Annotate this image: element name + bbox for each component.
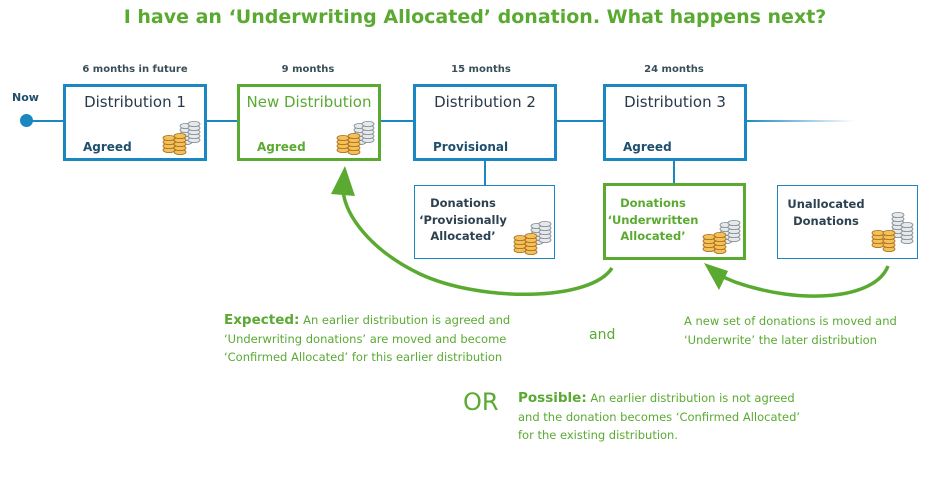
time-label-3: 15 months bbox=[451, 64, 511, 75]
timeline-segment bbox=[380, 120, 414, 122]
unallocated-donations-box[interactable]: Unallocated Donations bbox=[777, 185, 918, 259]
donation-line: Allocated’ bbox=[430, 229, 496, 243]
distribution-name: Distribution 2 bbox=[434, 93, 536, 111]
note-line: ‘Confirmed Allocated’ for this earlier d… bbox=[224, 350, 503, 364]
donation-line: Donations bbox=[620, 196, 686, 210]
arrowhead-icon bbox=[704, 263, 728, 290]
coin-stack-icon bbox=[159, 120, 201, 156]
donation-line: Unallocated bbox=[787, 197, 865, 211]
distribution-status: Agreed bbox=[83, 140, 132, 154]
now-label: Now bbox=[12, 91, 39, 104]
donation-line: ‘Provisionally bbox=[419, 212, 507, 227]
note-line: for the existing distribution. bbox=[518, 428, 679, 442]
arrow-to-underwritten bbox=[716, 265, 890, 298]
new-distribution-box[interactable]: New Distribution Agreed bbox=[237, 84, 381, 161]
now-dot-icon bbox=[20, 114, 33, 127]
distribution-3-box[interactable]: Distribution 3 Agreed bbox=[603, 84, 747, 161]
timeline-segment bbox=[26, 120, 64, 122]
donation-line: Allocated’ bbox=[620, 229, 686, 243]
donation-line: ‘Underwritten bbox=[607, 212, 699, 227]
underwritten-allocated-donations-box[interactable]: Donations ‘Underwritten Allocated’ bbox=[603, 183, 746, 260]
coin-stack-icon bbox=[510, 220, 552, 256]
connector-line bbox=[673, 160, 675, 184]
note-line: An earlier distribution is not agreed bbox=[586, 391, 795, 405]
possible-note: Possible: An earlier distribution is not… bbox=[518, 389, 800, 445]
timeline-segment bbox=[556, 120, 604, 122]
distribution-name: Distribution 3 bbox=[624, 93, 726, 111]
note-line: An earlier distribution is agreed and bbox=[299, 313, 511, 327]
distribution-2-box[interactable]: Distribution 2 Provisional bbox=[413, 84, 557, 161]
new-set-note: A new set of donations is moved and ‘Und… bbox=[684, 312, 897, 349]
and-label: and bbox=[589, 327, 616, 343]
time-label-1: 6 months in future bbox=[82, 64, 188, 75]
distribution-status: Agreed bbox=[257, 140, 306, 154]
note-line: ‘Underwrite’ the later distribution bbox=[684, 332, 877, 347]
or-label: OR bbox=[463, 388, 499, 416]
possible-label: Possible: bbox=[518, 390, 587, 406]
timeline-segment bbox=[206, 120, 238, 122]
large-coin-stack-icon bbox=[868, 209, 916, 255]
coin-stack-icon bbox=[699, 219, 741, 255]
distribution-name: New Distribution bbox=[246, 93, 372, 111]
diagram-title: I have an ‘Underwriting Allocated’ donat… bbox=[123, 6, 827, 28]
donation-line: Donations bbox=[430, 196, 496, 210]
time-label-4: 24 months bbox=[644, 64, 704, 75]
arrowhead-icon bbox=[331, 166, 355, 196]
distribution-1-box[interactable]: Distribution 1 Agreed bbox=[63, 84, 207, 161]
note-line: and the donation becomes ‘Confirmed Allo… bbox=[518, 409, 801, 424]
expected-label: Expected: bbox=[224, 312, 300, 328]
expected-note: Expected: An earlier distribution is agr… bbox=[224, 311, 510, 367]
provisionally-allocated-donations-box[interactable]: Donations ‘Provisionally Allocated’ bbox=[414, 185, 555, 259]
note-line: ‘Underwriting donations’ are moved and b… bbox=[224, 331, 507, 346]
time-label-2: 9 months bbox=[281, 64, 335, 75]
donation-line: Donations bbox=[793, 213, 859, 228]
timeline-future-fade bbox=[745, 120, 855, 122]
coin-stack-icon bbox=[333, 120, 375, 156]
distribution-status: Agreed bbox=[623, 140, 672, 154]
distribution-status: Provisional bbox=[433, 140, 509, 154]
note-line: A new set of donations is moved and bbox=[684, 314, 897, 328]
connector-line bbox=[484, 160, 486, 185]
distribution-name: Distribution 1 bbox=[84, 93, 186, 111]
